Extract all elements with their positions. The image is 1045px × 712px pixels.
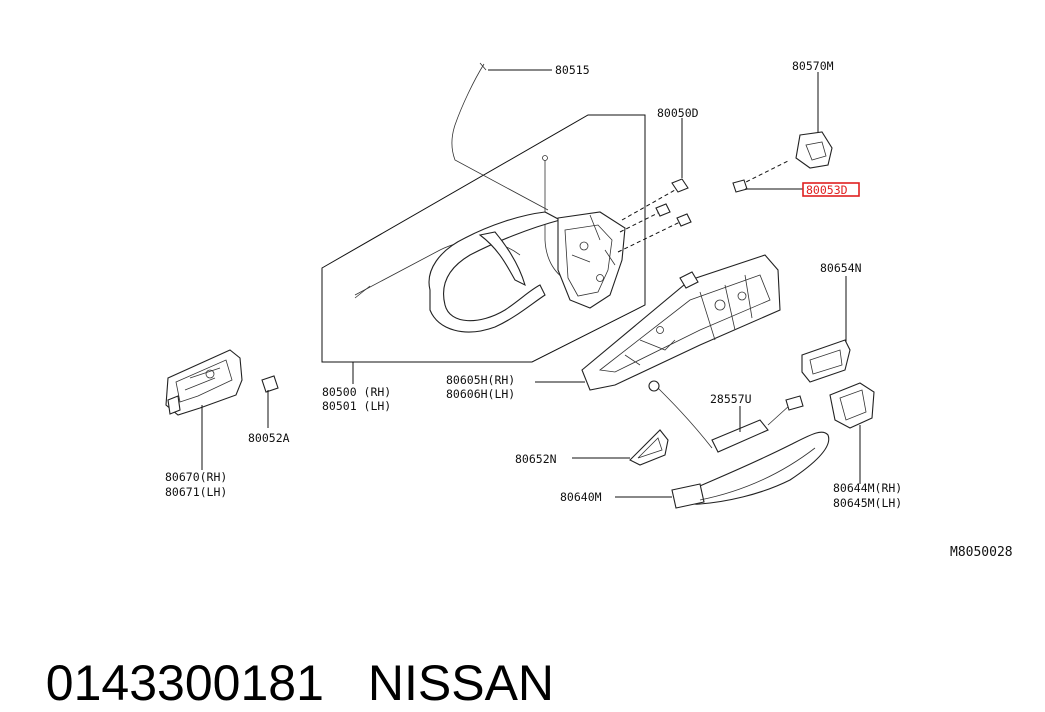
callout-80050d: 80050D [657,106,699,120]
door-lock-actuator [557,189,681,309]
gasket-80652n [572,429,669,466]
callout-80515: 80515 [555,63,590,77]
cover-cap-80644m [829,382,875,484]
parts-diagram: 80515 80570M 80050D 80053D 80654N 80500 … [165,59,1013,560]
inside-handle-80670 [165,349,243,470]
bracket-80570m [732,72,833,193]
callout-80652n: 80652N [515,452,557,466]
callout-80606h: 80606H(LH) [446,387,515,401]
drawing-code: M8050028 [950,545,1013,560]
callout-80644m: 80644M(RH) [833,481,902,495]
cable-80515 [451,62,552,211]
callout-80645m: 80645M(LH) [833,496,902,510]
clip-80052a [261,375,279,428]
callout-80670: 80670(RH) [165,470,227,484]
callout-80654n: 80654N [820,261,862,275]
outside-handle-80640m [615,431,830,509]
screws-80050d [655,118,692,227]
callout-80671: 80671(LH) [165,485,227,499]
footer-caption: 0143300181 NISSAN [18,596,554,712]
harness-28557u [648,380,804,453]
callout-28557u: 28557U [710,392,752,406]
callout-80500: 80500 (RH) [322,385,391,399]
callout-80052a: 80052A [248,431,290,445]
part-number: 0143300181 [45,655,324,711]
callout-80605h: 80605H(RH) [446,373,515,387]
lock-rods [354,155,571,333]
brand-name: NISSAN [367,655,555,711]
outside-handle-bracket [535,254,781,391]
highlight-box [802,182,860,197]
lock-assembly-frame [321,114,646,384]
callout-80501: 80501 (LH) [322,399,391,413]
gasket-80654n [801,276,851,383]
callout-80053d: 80053D [806,183,848,197]
callout-80640m: 80640M [560,490,602,504]
callout-80570m: 80570M [792,59,834,73]
